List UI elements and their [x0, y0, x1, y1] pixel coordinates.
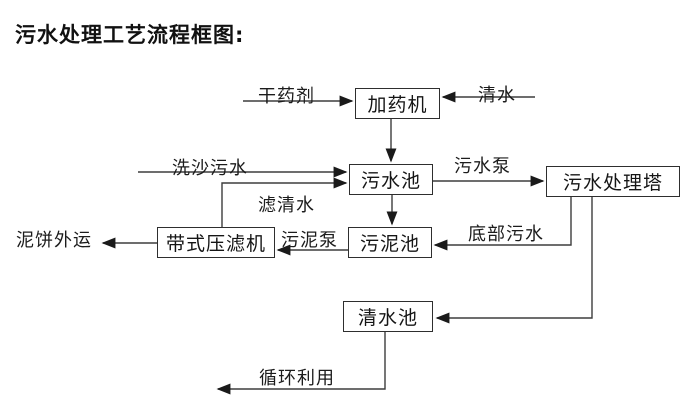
arrow-belt-filter-press-to-sewage-pool-filtered-water: [221, 177, 348, 227]
arrow-tower-to-clean-water-pool: [435, 197, 593, 324]
node-dosing-machine: 加药机: [355, 88, 440, 119]
page-title: 污水处理工艺流程框图:: [15, 23, 245, 47]
label-mud-cake-outbound: 泥饼外运: [16, 230, 92, 251]
label-dry-agent: 干药剂: [258, 86, 315, 107]
node-sludge-pool: 污泥池: [348, 227, 432, 258]
label-filtered-clean-water: 滤清水: [258, 195, 315, 216]
label-recycle-reuse: 循环利用: [259, 368, 335, 389]
node-sewage-treatment-tower: 污水处理塔: [546, 166, 680, 197]
label-sewage-pump: 污水泵: [454, 156, 511, 177]
label-sand-washing-sewage: 洗沙污水: [172, 158, 248, 179]
arrow-tower-to-sludge-pool-bottom-sewage: [433, 197, 572, 251]
label-bottom-sewage: 底部污水: [468, 224, 544, 245]
node-clean-water-pool: 清水池: [343, 301, 433, 332]
label-clean-water: 清水: [478, 85, 516, 106]
node-belt-filter-press: 带式压滤机: [157, 227, 275, 258]
node-sewage-pool: 污水池: [349, 164, 433, 195]
label-sludge-pump: 污泥泵: [281, 230, 338, 251]
arrow-clean-water-pool-to-recycle-reuse: [216, 332, 386, 395]
